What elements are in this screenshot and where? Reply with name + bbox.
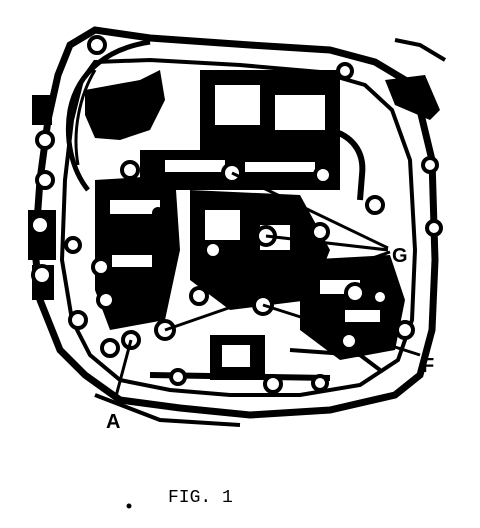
upper-right-edge xyxy=(394,38,447,62)
stray-ink-dot xyxy=(126,503,132,509)
bolt-head xyxy=(365,195,385,215)
lower-frame-edge xyxy=(94,393,241,427)
bolt-heads xyxy=(29,35,443,394)
bolt-head xyxy=(371,288,389,306)
bolt-head xyxy=(313,165,333,185)
figure-caption: FIG. 1 xyxy=(168,488,233,508)
leader-line-g-1 xyxy=(231,171,389,250)
valve-body-drawing xyxy=(28,26,447,427)
bolt-head xyxy=(421,156,439,174)
callout-label-g: G xyxy=(392,245,408,267)
center-slot-a xyxy=(205,210,240,240)
bolt-head xyxy=(96,290,116,310)
bolt-head xyxy=(395,320,415,340)
right-side-bracket xyxy=(385,75,440,120)
bolt-head xyxy=(344,282,366,304)
upper-left-block xyxy=(32,95,52,125)
upper-valve-window-2 xyxy=(275,95,325,130)
bolt-head xyxy=(152,207,164,219)
callout-label-a: A xyxy=(106,411,120,433)
callout-label-f: F xyxy=(422,355,434,377)
bolt-head xyxy=(35,130,55,150)
bolt-head xyxy=(336,62,354,80)
left-valve-slot xyxy=(110,200,160,214)
leader-line-f xyxy=(262,303,421,357)
bolt-head xyxy=(68,310,88,330)
right-slot-b xyxy=(345,310,380,322)
bolt-head xyxy=(64,236,82,254)
leader-line-g-3 xyxy=(164,250,391,332)
leader-lines xyxy=(113,171,421,401)
center-valve-slot-2 xyxy=(245,162,315,172)
upper-right-tube xyxy=(329,127,366,201)
upper-valve-window xyxy=(215,85,260,125)
lower-right-channel xyxy=(289,348,382,372)
bolt-head xyxy=(169,368,187,386)
bolt-head xyxy=(120,160,140,180)
bolt-head xyxy=(29,214,51,236)
bolt-head xyxy=(425,219,443,237)
bottom-solenoid-window xyxy=(222,345,250,367)
bolt-head xyxy=(87,35,107,55)
leader-line-a xyxy=(113,339,133,401)
left-tube-secondary xyxy=(74,69,97,166)
bolt-head xyxy=(91,257,111,277)
bolt-head xyxy=(31,264,53,286)
center-valve-slot xyxy=(165,160,225,172)
bolt-head xyxy=(310,222,330,242)
bolt-head xyxy=(100,338,120,358)
left-valve-slot-2 xyxy=(112,255,152,267)
bolt-head xyxy=(311,374,329,392)
solenoid-assembly xyxy=(85,70,165,140)
bolt-head xyxy=(263,374,283,394)
bolt-head xyxy=(203,240,223,260)
bolt-head xyxy=(189,286,209,306)
bolt-head xyxy=(35,170,55,190)
upper-left-tube xyxy=(65,39,151,192)
leader-line-g-2 xyxy=(265,234,389,252)
